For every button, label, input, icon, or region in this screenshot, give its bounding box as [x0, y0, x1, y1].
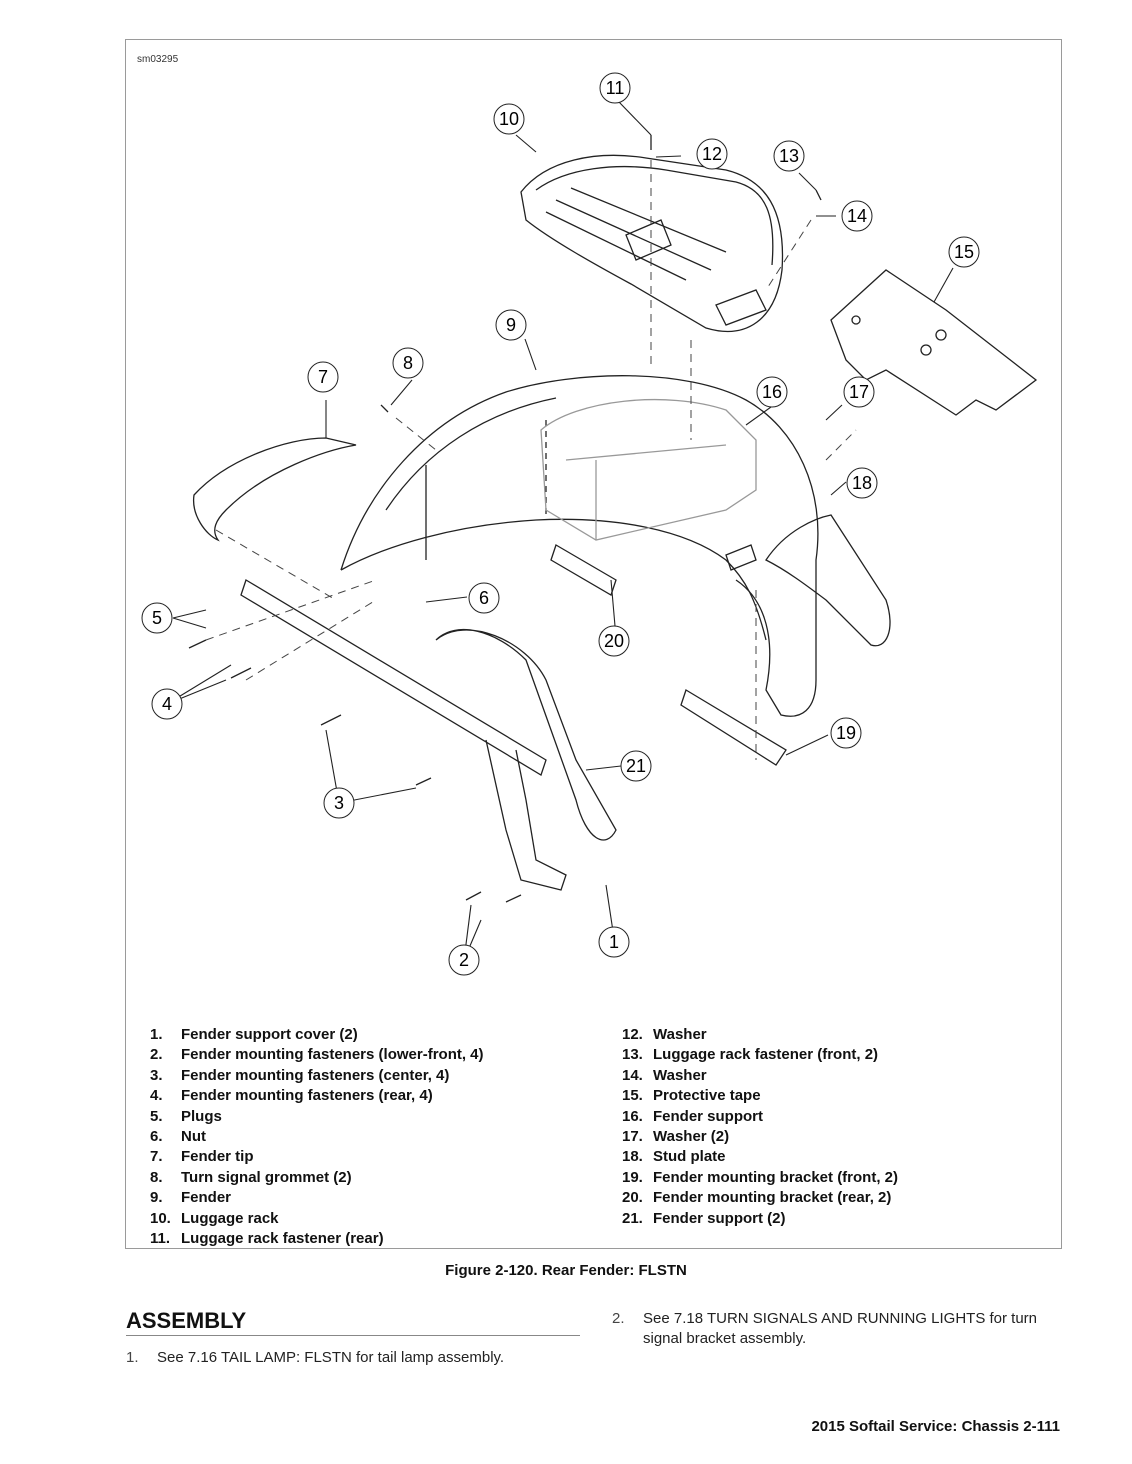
fender: [340, 375, 819, 717]
callout-16: 16: [756, 376, 788, 408]
callout-17: 17: [843, 376, 875, 408]
callout-3: 3: [323, 787, 355, 819]
legend-item: 5.Plugs: [150, 1107, 222, 1125]
legend-item: 6.Nut: [150, 1128, 206, 1146]
svg-text:14: 14: [847, 206, 867, 226]
fender-support-side: [435, 628, 617, 891]
svg-text:18: 18: [852, 473, 872, 493]
assembly-step: 1.See 7.16 TAIL LAMP: FLSTN for tail lam…: [126, 1349, 505, 1366]
svg-text:1: 1: [609, 932, 619, 952]
callout-20: 20: [598, 625, 630, 657]
callout-1: 1: [598, 926, 630, 958]
legend-item: 17.Washer (2): [622, 1128, 730, 1146]
legend-item: 16.Fender support: [622, 1107, 764, 1125]
legend-item: 12.Washer: [622, 1026, 707, 1043]
svg-text:10: 10: [499, 109, 519, 129]
callout-6: 6: [468, 582, 500, 614]
svg-text:9: 9: [506, 315, 516, 335]
svg-text:4: 4: [162, 694, 172, 714]
fasteners: [188, 135, 822, 903]
legend-right: 12.Washer 13.Luggage rack fastener (fron…: [622, 1025, 898, 1229]
callout-4: 4: [151, 688, 183, 720]
fender-mounting-bracket-rear: [550, 544, 617, 596]
callout-10: 10: [493, 103, 525, 135]
callout-leaders: [166, 101, 954, 961]
legend-item: 8.Turn signal grommet (2): [150, 1168, 352, 1186]
callouts: 11 10 12 13 14 15 9 8 7 16 17 18 6 5 20 …: [141, 72, 980, 976]
svg-text:2: 2: [459, 950, 469, 970]
legend-item: 19.Fender mounting bracket (front, 2): [622, 1168, 899, 1186]
callout-12: 12: [696, 138, 728, 170]
svg-text:17: 17: [849, 382, 869, 402]
exploded-view-diagram: 11 10 12 13 14 15 9 8 7 16 17 18 6 5 20 …: [141, 72, 1038, 976]
legend-item: 3.Fender mounting fasteners (center, 4): [150, 1066, 450, 1084]
svg-text:19: 19: [836, 723, 856, 743]
callout-15: 15: [948, 236, 980, 268]
legend-item: 20.Fender mounting bracket (rear, 2): [622, 1189, 892, 1207]
svg-text:8: 8: [403, 353, 413, 373]
legend-item: 21.Fender support (2): [622, 1209, 786, 1227]
svg-text:11: 11: [606, 78, 625, 98]
legend-item: 9.Fender: [150, 1189, 232, 1207]
footer-manual: 2015 Softail Service:: [811, 1418, 958, 1435]
figure-id: sm03295: [137, 54, 179, 65]
fender-mounting-bracket-front: [680, 689, 787, 766]
callout-11: 11: [599, 72, 631, 104]
callout-8: 8: [392, 347, 424, 379]
luggage-rack: [520, 154, 784, 332]
legend-item: 4.Fender mounting fasteners (rear, 4): [150, 1087, 433, 1105]
heading-rule: [126, 1335, 580, 1336]
svg-text:5: 5: [152, 608, 162, 628]
callout-13: 13: [773, 140, 805, 172]
svg-text:15: 15: [954, 242, 974, 262]
callout-7: 7: [307, 361, 339, 393]
legend-item: 2.Fender mounting fasteners (lower-front…: [150, 1046, 484, 1064]
figure-caption: Figure 2-120. Rear Fender: FLSTN: [445, 1262, 687, 1279]
section-heading: ASSEMBLY: [126, 1308, 247, 1333]
legend-item: 14.Washer: [622, 1066, 707, 1084]
callout-9: 9: [495, 309, 527, 341]
footer-chapter: Chassis: [961, 1418, 1020, 1435]
callout-21: 21: [620, 750, 652, 782]
svg-text:13: 13: [779, 146, 799, 166]
page-footer: 2015 Softail Service: Chassis 2-111: [811, 1418, 1060, 1435]
long-support-bar: [240, 579, 547, 776]
legend-left: 1.Fender support cover (2) 2.Fender moun…: [150, 1025, 484, 1249]
legend-item: 15.Protective tape: [622, 1087, 761, 1105]
legend-item: 7.Fender tip: [150, 1148, 254, 1166]
svg-text:3: 3: [334, 793, 344, 813]
svg-text:7: 7: [318, 367, 328, 387]
callout-2: 2: [448, 944, 480, 976]
callout-18: 18: [846, 467, 878, 499]
svg-text:12: 12: [702, 144, 722, 164]
legend-item: 13.Luggage rack fastener (front, 2): [622, 1046, 879, 1064]
assembly-step: 2.See 7.18 TURN SIGNALS AND RUNNING LIGH…: [612, 1310, 1038, 1347]
protective-tape: [830, 269, 1038, 416]
svg-text:21: 21: [626, 756, 646, 776]
figure-frame: [125, 39, 1062, 1249]
svg-text:20: 20: [604, 631, 624, 651]
svg-text:6: 6: [479, 588, 489, 608]
callout-14: 14: [841, 200, 873, 232]
legend-item: 18.Stud plate: [622, 1148, 726, 1166]
legend-item: 11.Luggage rack fastener (rear): [150, 1230, 384, 1248]
callout-5: 5: [141, 602, 173, 634]
svg-text:16: 16: [762, 382, 782, 402]
fender-tip: [193, 437, 357, 542]
stud-plate: [725, 514, 891, 647]
fender-support: [540, 398, 757, 541]
footer-page: 2-111: [1023, 1418, 1060, 1435]
legend-item: 1.Fender support cover (2): [150, 1026, 358, 1043]
legend-item: 10.Luggage rack: [150, 1209, 279, 1227]
callout-19: 19: [830, 717, 862, 749]
